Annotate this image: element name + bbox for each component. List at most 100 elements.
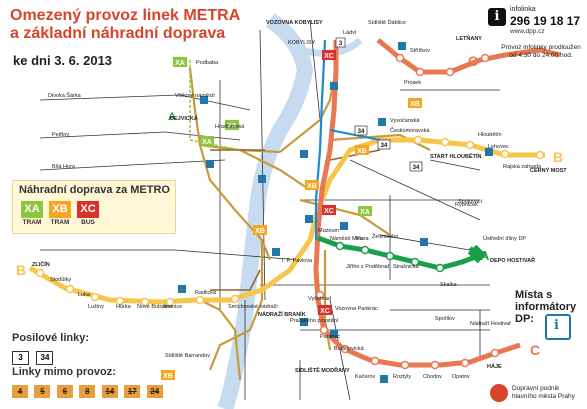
extra-lines-panel: Posilové linky: 3 34 (12, 332, 89, 365)
info-icon: i (545, 314, 571, 340)
svg-text:Smíchovské nádraží: Smíchovské nádraží (228, 304, 278, 310)
svg-text:Kačerov: Kačerov (355, 374, 375, 380)
svg-text:Roztyly: Roztyly (393, 374, 411, 380)
svg-text:DEJVICKÁ: DEJVICKÁ (170, 115, 198, 122)
svg-text:START HLOUBĚTÍN: START HLOUBĚTÍN (430, 152, 482, 160)
svg-text:Vozovna Pankrác: Vozovna Pankrác (335, 306, 378, 312)
svg-text:Sídliště Barrandov: Sídliště Barrandov (165, 353, 210, 359)
roads (39, 19, 500, 401)
line-c-label-north: C (468, 53, 478, 69)
suspended-line-badge: 24 (146, 385, 163, 398)
svg-text:Pankrác: Pankrác (320, 334, 340, 340)
svg-text:XA: XA (202, 139, 212, 146)
svg-text:Lehovec: Lehovec (488, 144, 509, 150)
suspended-line-badge: 8 (79, 385, 96, 398)
dpp-name: Dopravní podnik hlavního města Prahy (512, 385, 575, 400)
infoline-label: infolinka (510, 6, 536, 13)
legend-xb-badge: XB (49, 201, 71, 218)
title-line-1: Omezený provoz linek METRA (10, 7, 241, 24)
svg-text:Rybníček: Rybníček (455, 202, 478, 208)
info-point-icons (178, 42, 493, 383)
svg-text:Hradčanská: Hradčanská (215, 124, 245, 130)
svg-text:Jiřího z Poděbrad: Jiřího z Poděbrad (346, 264, 389, 270)
legend-xc-mode: BUS (81, 219, 95, 226)
dpp-name-line-1: Dopravní podnik (512, 385, 560, 392)
river-vltava (217, 13, 314, 409)
svg-text:ČERNÝ MOST: ČERNÝ MOST (530, 167, 567, 174)
svg-text:Skalka: Skalka (440, 282, 457, 288)
suspended-lines-panel: Linky mimo provoz: 4 5 6 8 14 17 24 (12, 366, 165, 399)
svg-text:XC: XC (324, 53, 334, 60)
legend-title: Náhradní doprava za METRO (19, 184, 170, 196)
svg-text:XB: XB (255, 228, 265, 235)
svg-text:SÍDLIŠTĚ MODŘANY: SÍDLIŠTĚ MODŘANY (295, 366, 350, 374)
svg-text:Pražského povstání: Pražského povstání (290, 318, 339, 324)
line-b-label-east: B (553, 149, 563, 165)
svg-text:Podbaba: Podbaba (196, 60, 219, 66)
date-label: ke dni 3. 6. 2013 (13, 53, 112, 68)
svg-text:Hloubětín: Hloubětín (478, 132, 502, 138)
infoline-extended-hours: Provoz infolinky prodloužen od 4:30 do 2… (501, 44, 581, 59)
svg-text:Jinonice: Jinonice (162, 304, 182, 310)
svg-text:Divoká Šárka: Divoká Šárka (48, 92, 82, 99)
legend-xb-mode: TRAM (50, 219, 70, 226)
infoline-web[interactable]: www.dpp.cz (510, 28, 545, 35)
svg-text:Spořilov: Spořilov (435, 316, 455, 322)
svg-text:Vysočanská: Vysočanská (390, 118, 420, 124)
map-line-number-badges: 3 34 34 34 (335, 37, 423, 172)
svg-text:Sídliště Ďáblice: Sídliště Ďáblice (368, 18, 406, 26)
infoline-panel: i infolinka 296 19 18 17 www.dpp.cz Prov… (488, 4, 584, 76)
suspended-line-badge: 14 (101, 385, 118, 398)
page-title: Omezený provoz linek METRA a základní ná… (10, 7, 240, 43)
suspended-line-badge: 5 (34, 385, 51, 398)
infoline-phone[interactable]: 296 19 18 17 (510, 14, 581, 28)
info-icon: i (488, 8, 506, 26)
svg-text:Budějovická: Budějovická (334, 346, 365, 352)
extra-line-badge: 3 (12, 351, 29, 365)
svg-text:Lužiny: Lužiny (88, 304, 104, 310)
svg-text:XB: XB (163, 373, 173, 380)
svg-text:Stodůlky: Stodůlky (50, 276, 71, 283)
svg-text:XB: XB (307, 183, 317, 190)
svg-text:3: 3 (339, 41, 343, 47)
suspended-line-badge: 17 (124, 385, 141, 398)
map-replacement-markers: XA XA XA XA XB XB XB XB XB XC XC XC (161, 50, 422, 380)
line-c-label-south: C (530, 342, 540, 358)
svg-text:Radlická: Radlická (195, 290, 217, 296)
svg-text:XB: XB (357, 148, 367, 155)
svg-text:HÁJE: HÁJE (487, 363, 502, 370)
svg-text:Želivského: Želivského (372, 232, 398, 240)
svg-text:Petřiny: Petřiny (52, 132, 69, 138)
dpp-name-line-2: hlavního města Prahy (512, 392, 575, 400)
metro-line-a (317, 235, 487, 273)
svg-text:XA: XA (175, 60, 185, 67)
metro-line-b (28, 135, 545, 307)
xa-route (189, 60, 241, 151)
svg-text:Náměstí Míru: Náměstí Míru (330, 236, 363, 242)
legend-xa-badge: XA (21, 201, 43, 218)
dpp-logo-icon (490, 384, 508, 402)
svg-text:KOBYLISY: KOBYLISY (288, 40, 316, 46)
svg-text:Nádraží Hostivař: Nádraží Hostivař (470, 321, 511, 327)
svg-text:Vyšehrad: Vyšehrad (308, 296, 331, 302)
svg-text:Českomoravská: Českomoravská (390, 127, 430, 134)
replacement-legend: Náhradní doprava za METRO XA TRAM XB TRA… (12, 180, 176, 234)
svg-text:Vítězné náměstí: Vítězné náměstí (175, 93, 215, 99)
svg-text:Ústřední dílny DP: Ústřední dílny DP (483, 235, 526, 242)
svg-text:Nové Butovice: Nové Butovice (137, 304, 172, 310)
line-b-label-west: B (16, 262, 26, 278)
svg-text:Rajská zahrada: Rajská zahrada (503, 164, 542, 170)
svg-text:Flora: Flora (356, 236, 369, 242)
svg-text:ZLIČÍN: ZLIČÍN (32, 260, 50, 268)
svg-text:Prosek: Prosek (404, 80, 421, 86)
title-line-2: a základní náhradní doprava (10, 25, 226, 42)
svg-text:Strašnická: Strašnická (393, 264, 420, 270)
svg-text:XA: XA (360, 209, 370, 216)
blue-route (314, 39, 327, 240)
informator-title: Místa s informátory DP: (515, 289, 577, 325)
svg-text:I. P. Pavlova: I. P. Pavlova (282, 258, 313, 264)
svg-text:XA: XA (227, 123, 237, 130)
svg-text:34: 34 (413, 165, 420, 171)
station-labels: Podbaba Vítězné náměstí Hradčanská DEJVI… (32, 18, 567, 380)
